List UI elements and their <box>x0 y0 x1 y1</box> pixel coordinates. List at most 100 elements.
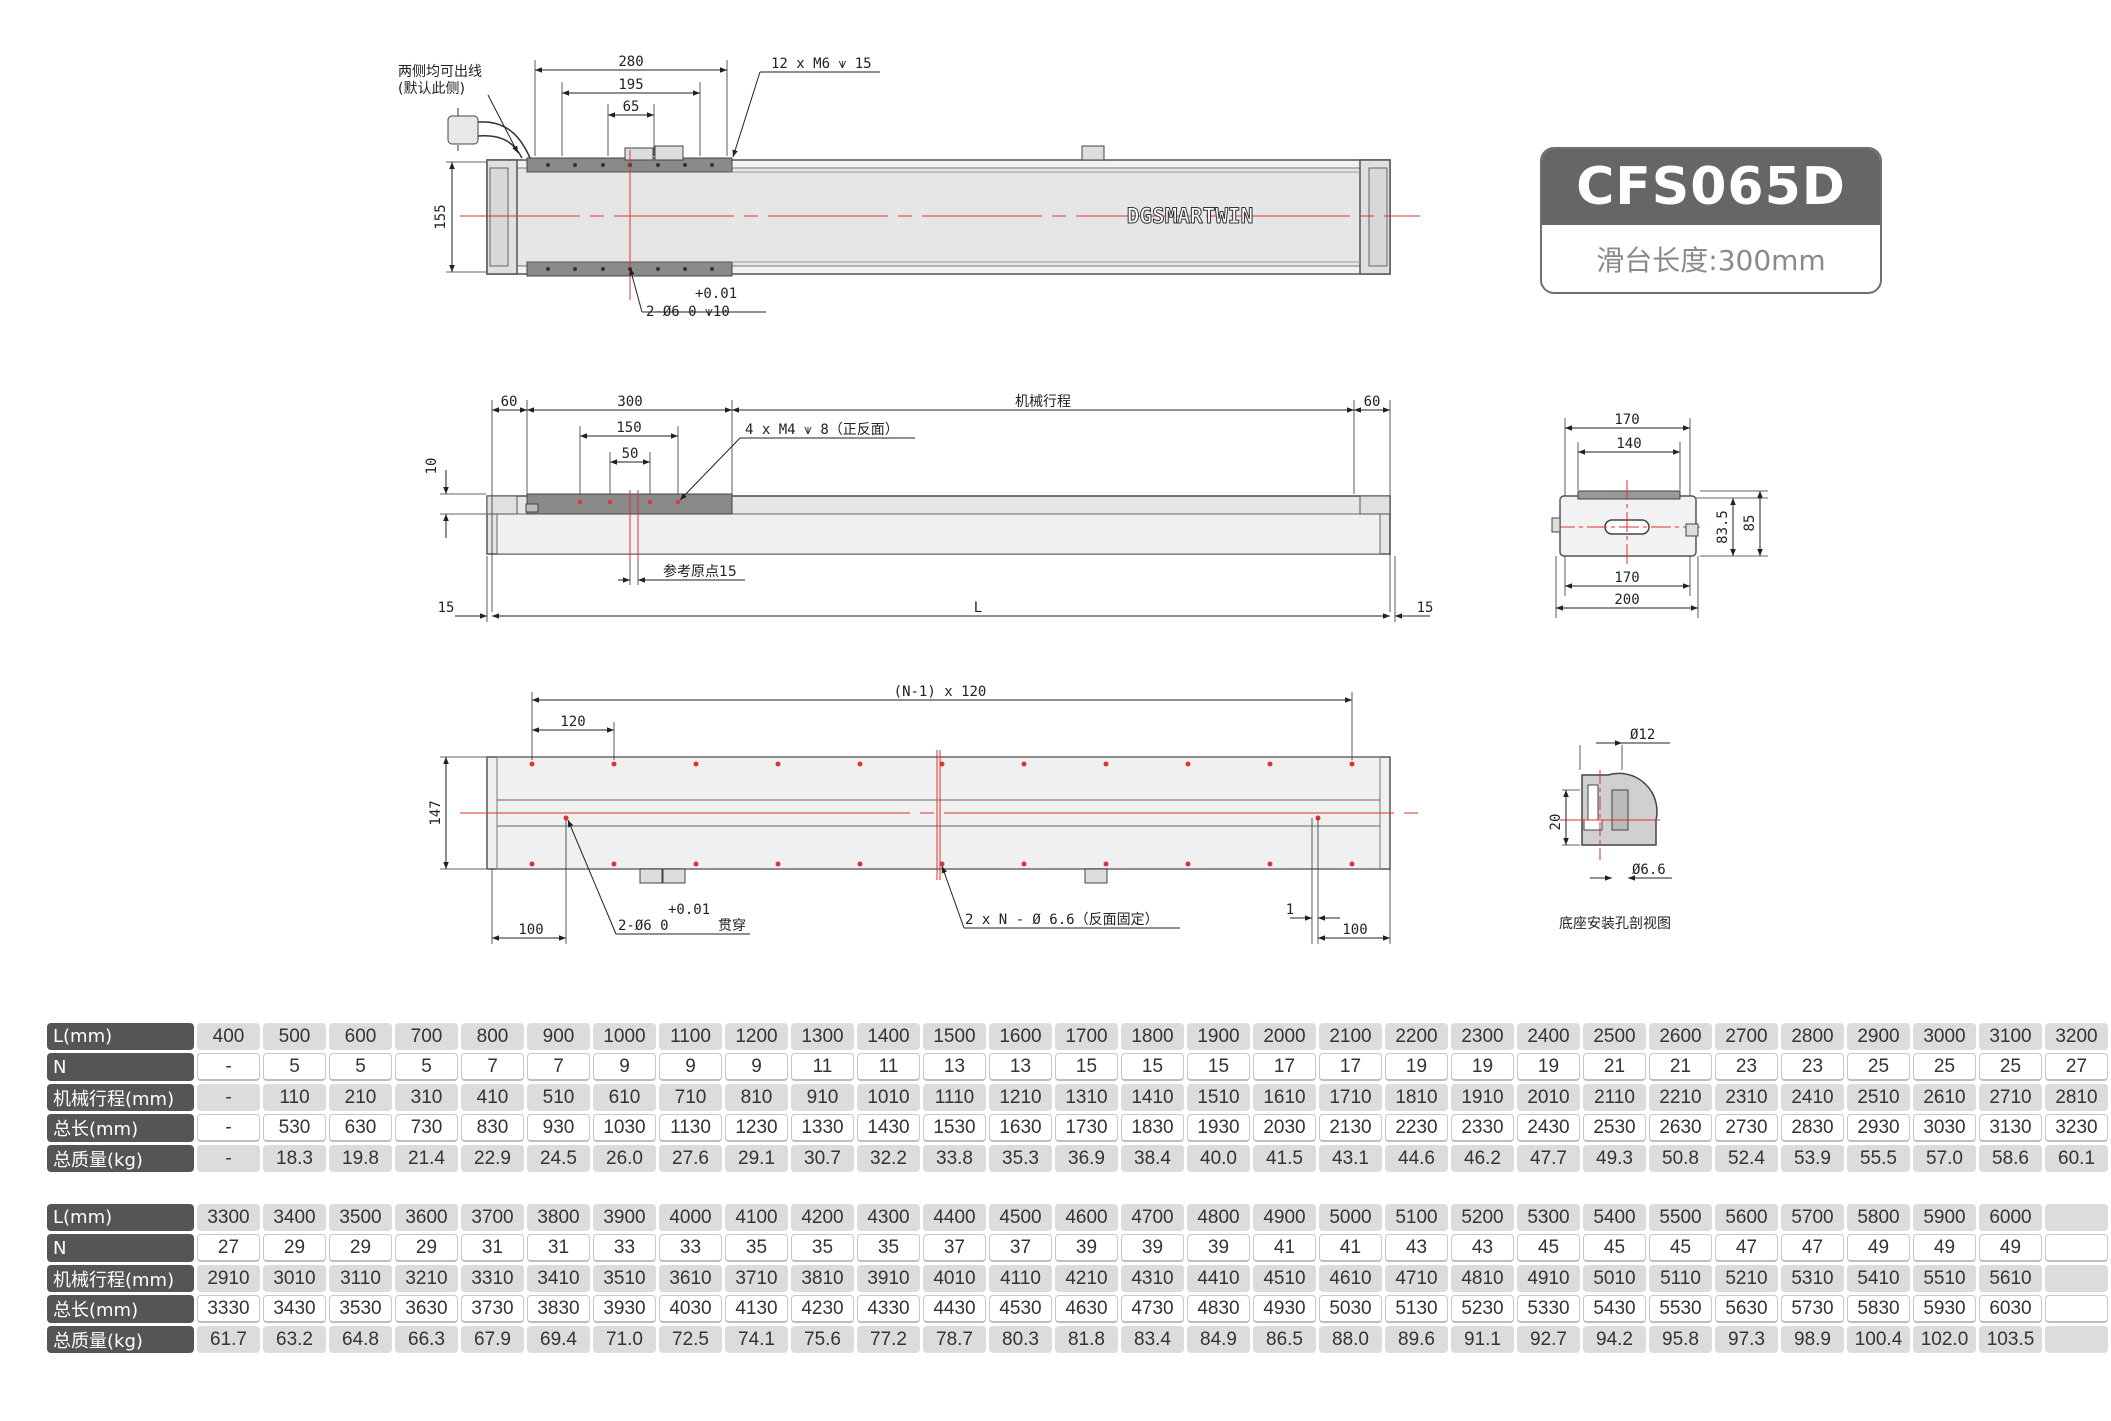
table-cell: 830 <box>461 1114 524 1142</box>
table-cell: 88.0 <box>1319 1326 1382 1353</box>
table-cell: 32.2 <box>857 1145 920 1172</box>
table-cell: 30.7 <box>791 1145 854 1172</box>
table-cell: 5500 <box>1649 1204 1712 1231</box>
table-cell: 5830 <box>1847 1295 1910 1323</box>
table-cell: 2410 <box>1781 1084 1844 1111</box>
table-cell: 1000 <box>593 1023 656 1050</box>
table-cell: 2100 <box>1319 1023 1382 1050</box>
section-caption: 底座安装孔剖视图 <box>1559 916 1671 932</box>
table-cell: 710 <box>659 1084 722 1111</box>
row-header: 机械行程(mm) <box>47 1265 194 1292</box>
table-cell: 84.9 <box>1187 1326 1250 1353</box>
table-cell: 1100 <box>659 1023 722 1050</box>
table-cell <box>2045 1295 2108 1323</box>
table-cell: 15 <box>1121 1053 1184 1081</box>
dim-10: 10 <box>424 458 440 475</box>
table-cell: 210 <box>329 1084 392 1111</box>
table-cell: 2630 <box>1649 1114 1712 1142</box>
dim-170-top: 170 <box>1614 412 1639 428</box>
table-cell: 3630 <box>395 1295 458 1323</box>
table-cell: 74.1 <box>725 1326 788 1353</box>
table-cell: 4330 <box>857 1295 920 1323</box>
table-cell: 1730 <box>1055 1114 1118 1142</box>
table-cell: 4600 <box>1055 1204 1118 1231</box>
table-cell <box>2045 1204 2108 1231</box>
table-cell: 1210 <box>989 1084 1052 1111</box>
table-cell: 22.9 <box>461 1145 524 1172</box>
table-cell: 43 <box>1385 1234 1448 1262</box>
table-cell: 3430 <box>263 1295 326 1323</box>
table-cell: 35.3 <box>989 1145 1052 1172</box>
table-cell: 800 <box>461 1023 524 1050</box>
table-cell: 94.2 <box>1583 1326 1646 1353</box>
table-cell: 3130 <box>1979 1114 2042 1142</box>
table-cell: 11 <box>857 1053 920 1081</box>
dim-83-5: 83.5 <box>1715 510 1731 544</box>
table-cell <box>2045 1326 2108 1353</box>
table-cell: 4200 <box>791 1204 854 1231</box>
table-cell: 4830 <box>1187 1295 1250 1323</box>
table-cell: 23 <box>1715 1053 1778 1081</box>
table-cell: 64.8 <box>329 1326 392 1353</box>
table-cell: 4010 <box>923 1265 986 1292</box>
table-cell: 81.8 <box>1055 1326 1118 1353</box>
table-cell: 4000 <box>659 1204 722 1231</box>
table-cell: 33 <box>659 1234 722 1262</box>
table-cell: 3100 <box>1979 1023 2042 1050</box>
pitch-note: (N-1) x 120 <box>894 684 987 700</box>
table-cell: 1600 <box>989 1023 1052 1050</box>
row-header: 总长(mm) <box>47 1114 194 1142</box>
section-d20: 20 <box>1548 814 1564 831</box>
table-cell: 25 <box>1979 1053 2042 1081</box>
table-cell: 3230 <box>2045 1114 2108 1142</box>
table-cell: 5210 <box>1715 1265 1778 1292</box>
row-header: 总质量(kg) <box>47 1145 194 1172</box>
table-cell: 1130 <box>659 1114 722 1142</box>
side-view: 60 300 机械行程 60 150 50 4 x M4 ⩛ 8（正反面） 10… <box>424 394 1433 622</box>
table-cell: 100.4 <box>1847 1326 1910 1353</box>
top-view: DGSMARTWIN 280 195 65 12 x M6 ⩛ 15 两侧均可出… <box>398 54 1420 320</box>
table-cell: 5610 <box>1979 1265 2042 1292</box>
table-cell: 36.9 <box>1055 1145 1118 1172</box>
table-cell: 11 <box>791 1053 854 1081</box>
table-cell: 2430 <box>1517 1114 1580 1142</box>
table-cell: 3110 <box>329 1265 392 1292</box>
row-header: 总长(mm) <box>47 1295 194 1323</box>
table-cell: 4700 <box>1121 1204 1184 1231</box>
table-cell: 63.2 <box>263 1326 326 1353</box>
table-cell: 45 <box>1583 1234 1646 1262</box>
table-cell: 78.7 <box>923 1326 986 1353</box>
table-cell: 19 <box>1385 1053 1448 1081</box>
origin-note: 参考原点15 <box>663 563 737 580</box>
table-cell: 3410 <box>527 1265 590 1292</box>
table-cell: 37 <box>989 1234 1052 1262</box>
table-cell: 5510 <box>1913 1265 1976 1292</box>
table-cell: 97.3 <box>1715 1326 1778 1353</box>
table-cell: 3530 <box>329 1295 392 1323</box>
table-cell: 41.5 <box>1253 1145 1316 1172</box>
table-cell: 29 <box>395 1234 458 1262</box>
table-cell: 9 <box>659 1053 722 1081</box>
table-cell: 25 <box>1913 1053 1976 1081</box>
table-cell: 58.6 <box>1979 1145 2042 1172</box>
table-cell: 61.7 <box>197 1326 260 1353</box>
table-cell: 44.6 <box>1385 1145 1448 1172</box>
table-cell: 4800 <box>1187 1204 1250 1231</box>
dim-65: 65 <box>623 99 640 115</box>
table-cell: 4210 <box>1055 1265 1118 1292</box>
table-cell: 4730 <box>1121 1295 1184 1323</box>
table-cell: 3310 <box>461 1265 524 1292</box>
table-cell: 910 <box>791 1084 854 1111</box>
table-cell: 1910 <box>1451 1084 1514 1111</box>
table-cell: 1430 <box>857 1114 920 1142</box>
table-cell: 19.8 <box>329 1145 392 1172</box>
technical-drawing: DGSMARTWIN 280 195 65 12 x M6 ⩛ 15 两侧均可出… <box>398 54 1768 944</box>
table-cell: 1110 <box>923 1084 986 1111</box>
table-cell: 3610 <box>659 1265 722 1292</box>
table-cell: 57.0 <box>1913 1145 1976 1172</box>
table-cell: 930 <box>527 1114 590 1142</box>
dim-15-right: 15 <box>1417 600 1434 616</box>
